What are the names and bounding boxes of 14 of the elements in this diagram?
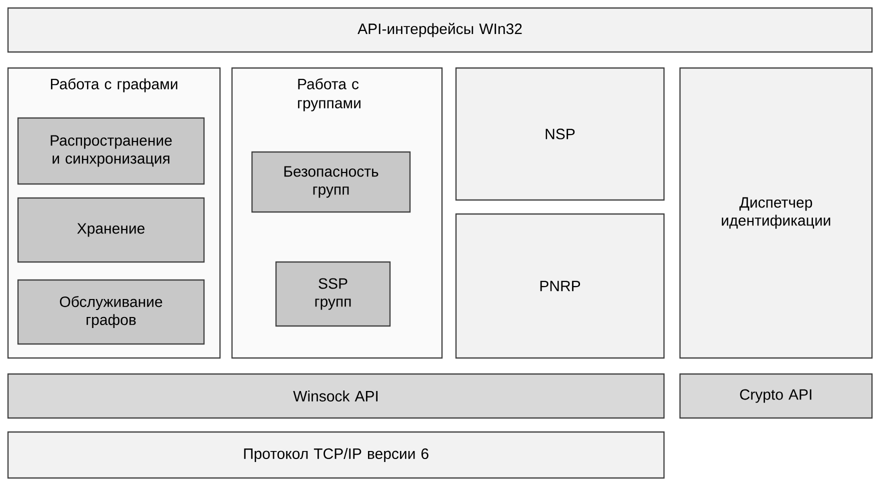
component-box: Диспетчер идентификации bbox=[679, 67, 873, 359]
layer-bar: Crypto API bbox=[679, 373, 873, 419]
component-box: NSP bbox=[455, 67, 665, 201]
layer-bar: API-интерфейсы WIn32 bbox=[7, 7, 873, 53]
module-box: Распространение и синхронизация bbox=[17, 117, 205, 185]
module-box: SSP групп bbox=[275, 261, 391, 327]
module-box: Хранение bbox=[17, 197, 205, 263]
module-box: Безопасность групп bbox=[251, 151, 411, 213]
layer-bar: Winsock API bbox=[7, 373, 665, 419]
panel-heading: Работа с группами bbox=[298, 78, 360, 112]
component-box: PNRP bbox=[455, 213, 665, 359]
layer-bar: Протокол TCP/IP версии 6 bbox=[7, 431, 665, 479]
module-box: Обслуживание графов bbox=[17, 279, 205, 345]
panel-heading: Работа с графами bbox=[50, 78, 178, 92]
